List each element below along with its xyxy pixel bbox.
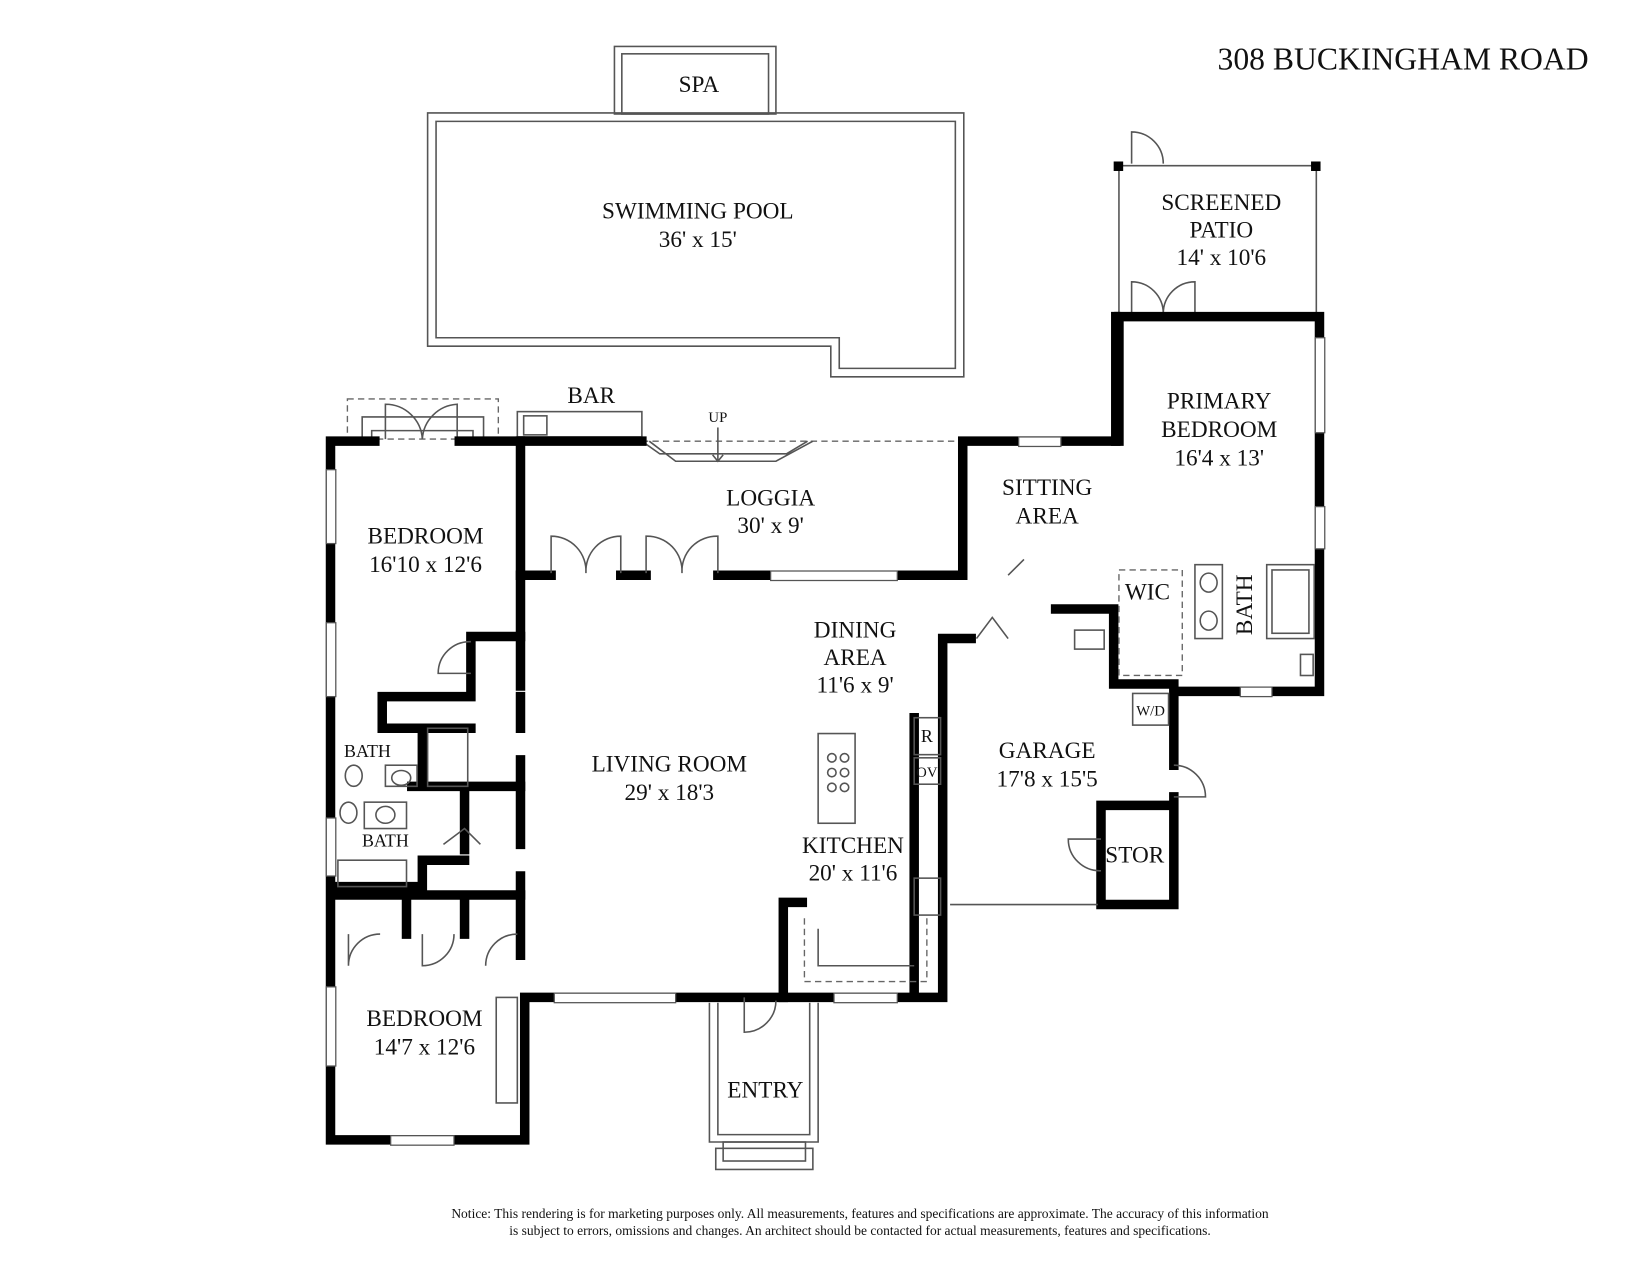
- kitchen-size: 20' x 11'6: [809, 860, 898, 886]
- notice-line-2: is subject to errors, omissions and chan…: [509, 1223, 1211, 1238]
- primary-bedroom-label-2: BEDROOM: [1161, 417, 1277, 443]
- oven-label: OV: [916, 765, 938, 781]
- patio-label-1: SCREENED: [1161, 190, 1281, 216]
- dining-label-2: AREA: [823, 645, 886, 671]
- wic-label: WIC: [1125, 580, 1170, 606]
- garage-label: GARAGE: [999, 738, 1096, 764]
- bath-1-label: BATH: [344, 741, 391, 761]
- washer-dryer-label: W/D: [1136, 704, 1165, 720]
- living-room-label: LIVING ROOM: [592, 752, 747, 778]
- dining-size: 11'6 x 9': [816, 672, 893, 698]
- spa-label: SPA: [679, 72, 720, 98]
- property-title: 308 BUCKINGHAM ROAD: [1218, 42, 1589, 77]
- primary-bedroom-size: 16'4 x 13': [1174, 445, 1264, 471]
- sitting-area-label-1: SITTING: [1002, 475, 1093, 501]
- garage-size: 17'8 x 15'5: [997, 766, 1098, 792]
- pool-label: SWIMMING POOL: [602, 198, 794, 224]
- doors: [347, 535, 1207, 1034]
- notice-line-1: Notice: This rendering is for marketing …: [451, 1206, 1269, 1221]
- primary-bath-label: BATH: [1232, 574, 1258, 635]
- loggia-label: LOGGIA: [726, 486, 815, 512]
- disclaimer-notice: Notice: This rendering is for marketing …: [300, 1205, 1420, 1239]
- loggia-size: 30' x 9': [737, 513, 803, 539]
- screened-patio: [1113, 131, 1321, 317]
- stairs-up-label: UP: [708, 410, 727, 426]
- refrigerator-label: R: [921, 726, 933, 746]
- bar-counter: [346, 398, 963, 463]
- entry-porch: [708, 1002, 819, 1171]
- living-room-size: 29' x 18'3: [624, 780, 714, 806]
- dining-label-1: DINING: [814, 618, 897, 644]
- primary-bedroom-label-1: PRIMARY: [1167, 388, 1272, 414]
- patio-size: 14' x 10'6: [1177, 245, 1267, 271]
- kitchen-label: KITCHEN: [802, 833, 904, 859]
- storage-label: STOR: [1105, 842, 1164, 868]
- windows: [325, 337, 1326, 1146]
- bedroom-2-size: 14'7 x 12'6: [374, 1034, 475, 1060]
- pool-size: 36' x 15': [659, 227, 737, 253]
- bedroom-1-label: BEDROOM: [367, 524, 483, 550]
- sitting-area-label-2: AREA: [1016, 504, 1079, 530]
- fixtures: [337, 563, 1315, 1104]
- cooktop-icon: [826, 752, 850, 793]
- swimming-pool: [426, 45, 965, 378]
- entry-label: ENTRY: [727, 1078, 803, 1104]
- patio-label-2: PATIO: [1189, 217, 1253, 243]
- bedroom-1-size: 16'10 x 12'6: [369, 552, 482, 578]
- bedroom-2-label: BEDROOM: [366, 1006, 482, 1032]
- bar-label: BAR: [567, 383, 615, 409]
- bath-2-label: BATH: [362, 830, 409, 850]
